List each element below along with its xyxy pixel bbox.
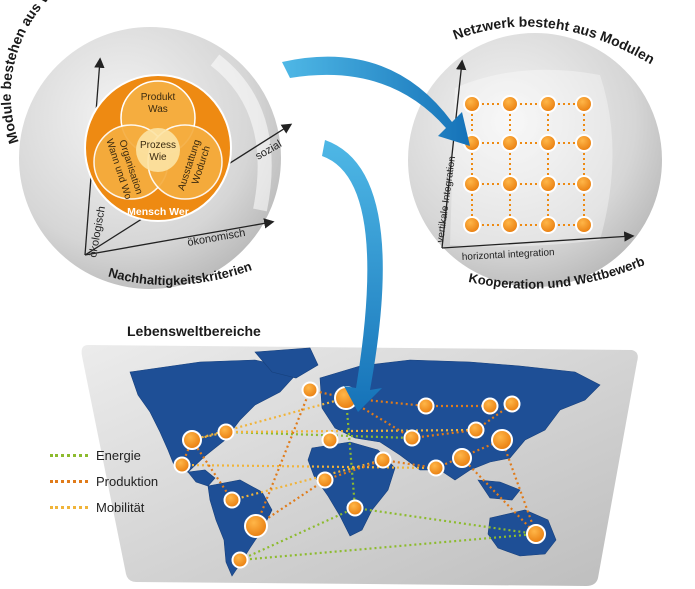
grid-module-node — [575, 216, 593, 234]
map-location-node — [481, 397, 499, 415]
map-connection-line — [324, 458, 384, 482]
legend-label-mobilitaet: Mobilität — [96, 499, 145, 515]
legend-label-produktion: Produktion — [96, 473, 159, 489]
map-location-node — [403, 429, 421, 447]
world-continents — [129, 347, 601, 577]
map-location-node — [173, 456, 191, 474]
map-location-node — [217, 423, 235, 441]
value-factor-venn: Produkt Was Prozess Wie Organisation Wan… — [84, 74, 232, 222]
continent-greenland — [254, 347, 319, 379]
legend-swatch-mobilitaet — [50, 505, 88, 509]
map-connection-line — [500, 439, 538, 535]
grid-module-node — [575, 134, 593, 152]
grid-module-node — [575, 95, 593, 113]
map-location-node — [503, 395, 521, 413]
map-title: Lebensweltbereiche — [127, 323, 261, 339]
right-network-panel: Netzwerk besteht aus Modulen Kooperation… — [406, 14, 664, 292]
map-location-node — [316, 471, 334, 489]
axis-label-horizontal: horizontal integration — [462, 247, 555, 263]
map-location-nodes — [173, 381, 546, 569]
venn-label-prozess: Prozess — [140, 140, 176, 151]
venn-center — [136, 128, 180, 172]
map-connection-line — [255, 479, 326, 527]
left-module-panel: Module bestehen aus Wertschöpfungsfaktor… — [0, 0, 293, 291]
grid-module-node — [501, 134, 519, 152]
map-location-node — [244, 514, 268, 538]
map-location-node — [452, 448, 472, 468]
map-location-node — [321, 431, 339, 449]
map-location-node — [231, 551, 249, 569]
grid-module-node — [539, 216, 557, 234]
venn-label-mensch-wer: Mensch Wer — [127, 206, 189, 218]
map-legend: Energie Produktion Mobilität — [50, 442, 158, 520]
map-location-node — [223, 491, 241, 509]
map-location-node — [491, 429, 513, 451]
map-location-node — [427, 459, 445, 477]
grid-module-node — [463, 175, 481, 193]
map-connection-line — [254, 389, 312, 527]
grid-module-node — [501, 95, 519, 113]
venn-label-was: Was — [148, 104, 168, 115]
map-connection-line — [354, 506, 537, 536]
map-location-node — [526, 524, 546, 544]
grid-module-node — [501, 175, 519, 193]
map-connection-line — [231, 458, 384, 502]
map-connection-line — [225, 428, 477, 434]
grid-module-node — [575, 175, 593, 193]
map-location-node — [346, 499, 364, 517]
legend-item-energie: Energie — [50, 442, 158, 468]
continent-africa — [307, 441, 396, 537]
map-connection-line — [191, 439, 233, 501]
venn-label-wie: Wie — [149, 152, 167, 163]
map-connection-line — [345, 396, 427, 408]
grid-module-node — [539, 134, 557, 152]
map-location-node — [182, 430, 202, 450]
continent-eurasia — [319, 359, 601, 481]
grid-module-node — [539, 95, 557, 113]
legend-label-energie: Energie — [96, 447, 141, 463]
map-location-node — [417, 397, 435, 415]
map-location-node — [467, 421, 485, 439]
map-connection-line — [225, 430, 413, 440]
grid-module-node — [501, 216, 519, 234]
map-location-node — [374, 451, 392, 469]
legend-swatch-produktion — [50, 479, 88, 483]
map-connection-line — [181, 463, 437, 470]
map-location-node — [301, 381, 319, 399]
map-connection-line — [411, 428, 477, 440]
arrow-to-map — [322, 140, 383, 412]
grid-module-node — [463, 216, 481, 234]
world-map-panel: Lebensweltbereiche — [81, 323, 638, 586]
venn-label-produkt: Produkt — [141, 92, 176, 103]
map-connection-line — [382, 458, 437, 470]
arrow-to-network — [282, 56, 470, 146]
grid-module-node — [463, 95, 481, 113]
legend-item-mobilitaet: Mobilität — [50, 494, 158, 520]
map-connection-line — [344, 397, 357, 509]
continent-australia — [487, 509, 557, 557]
legend-item-produktion: Produktion — [50, 468, 158, 494]
continent-central-america — [187, 469, 216, 487]
grid-module-node — [539, 175, 557, 193]
flow-arrows — [282, 56, 470, 412]
map-connection-line — [239, 506, 356, 562]
continent-indonesia — [477, 479, 521, 501]
legend-swatch-energie — [50, 453, 88, 457]
map-connection-lines — [180, 388, 538, 562]
module-grid-nodes — [463, 95, 593, 234]
